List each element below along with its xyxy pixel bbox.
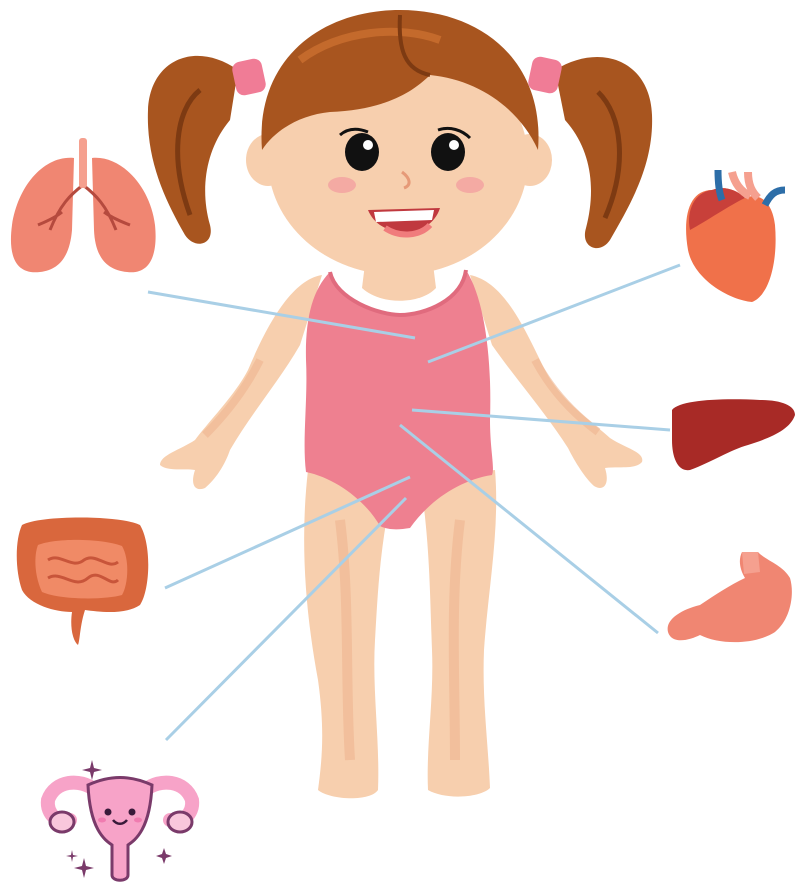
heart-icon [686,170,785,302]
liver-icon [672,399,795,470]
lungs-icon [11,138,156,272]
sparkle-icon [74,858,94,878]
sparkle-icon [156,848,172,864]
stomach-icon [668,552,792,642]
sparkle-icon [66,850,78,862]
intestines-icon [17,518,149,646]
uterus-icon [48,760,192,880]
head [246,10,552,275]
